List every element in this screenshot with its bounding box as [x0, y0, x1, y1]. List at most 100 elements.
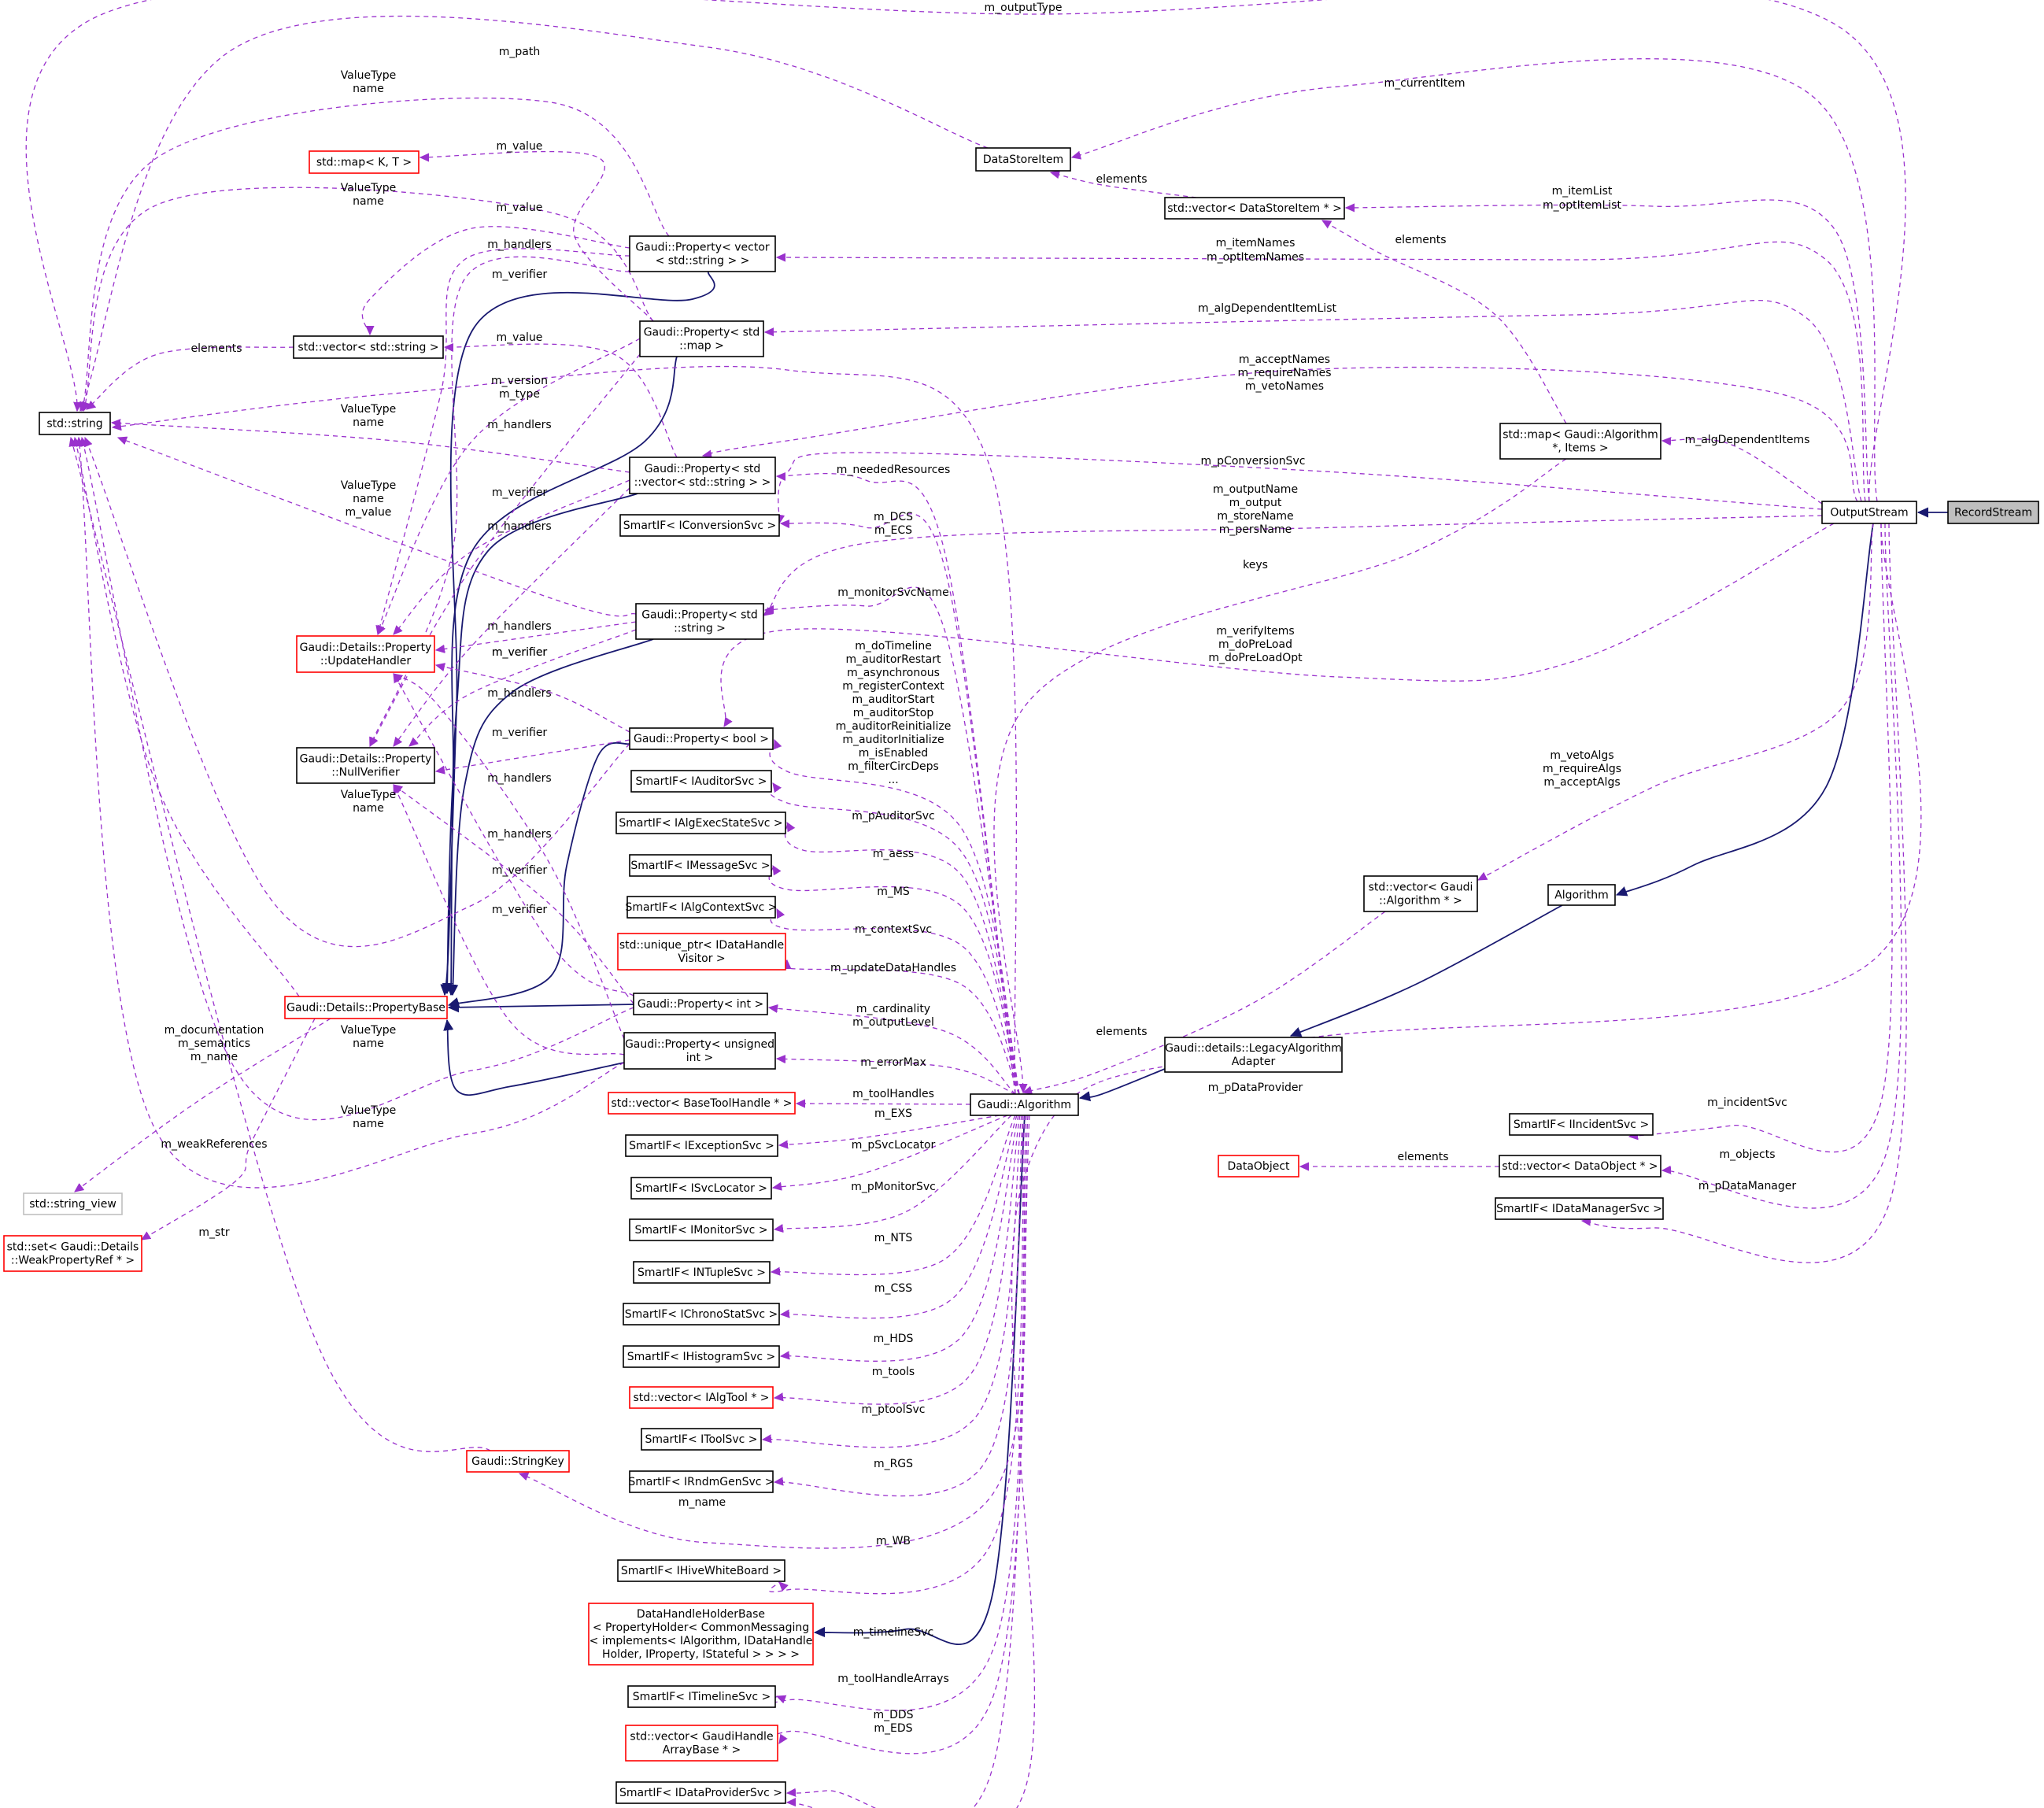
class-node-smartif-irndmgensvc[interactable]: SmartIF< IRndmGenSvc > [628, 1470, 774, 1493]
edge-label-prop_vector_string-to-null_verifier: m_verifier [492, 268, 548, 281]
node-box [970, 1093, 1079, 1116]
edge-label-gaudi_algorithm-to-smartif_itoolsvc: m_ptoolSvc [862, 1403, 926, 1416]
usage-edge-gaudi_algorithm-to-smartif_isvclocator [773, 1115, 1008, 1188]
class-node-vec-ialgtool[interactable]: std::vector< IAlgTool * > [629, 1386, 774, 1409]
usage-edge-prop_std_vector_string-to-vec_std_string [445, 344, 678, 458]
node-label: SmartIF< IMonitorSvc > [634, 1224, 767, 1237]
usage-edge-prop_unsigned_int-to-std_string [79, 438, 625, 1189]
edge-label-output_stream-to-prop_std_string: m_outputName [1213, 483, 1298, 496]
edge-label-gaudi_algorithm-to-smartif_ihistogramsvc: m_HDS [874, 1333, 914, 1345]
class-node-algorithm[interactable]: Algorithm [1547, 884, 1616, 906]
class-node-property-base[interactable]: Gaudi::Details::PropertyBase [284, 996, 448, 1019]
node-box [623, 1303, 780, 1325]
edge-label-output_stream-to-smartif_iincidentsvc: m_incidentSvc [1707, 1096, 1787, 1109]
edge-labels-layer: m_outputTypem_pathm_currentItemelementsm… [161, 2, 1809, 1735]
node-box [1218, 1155, 1299, 1178]
node-box [296, 635, 435, 673]
usage-edge-output_stream-to-vec_gaudi_algorithm [1478, 523, 1874, 881]
class-node-map-algorithm-items[interactable]: std::map< Gaudi::Algorithm*, Items > [1499, 423, 1661, 460]
edge-label-output_stream-to-prop_bool: m_doPreLoadOpt [1208, 652, 1303, 664]
edge-label-gaudi_algorithm-to-prop_unsigned_int: m_errorMax [860, 1056, 926, 1069]
node-label: std::string_view [29, 1198, 116, 1211]
node-label: SmartIF< IMessageSvc > [630, 860, 770, 872]
class-node-map-k-t[interactable]: std::map< K, T > [309, 150, 420, 174]
edge-label-output_stream-to-smartif_iconversionsvc: m_pConversionSvc [1201, 455, 1306, 468]
class-node-smartif-ihivewhiteboard[interactable]: SmartIF< IHiveWhiteBoard > [617, 1559, 785, 1582]
class-node-smartif-intuplesvc[interactable]: SmartIF< INTupleSvc > [633, 1261, 771, 1284]
class-node-smartif-ihistogramsvc[interactable]: SmartIF< IHistogramSvc > [623, 1345, 780, 1368]
class-node-record-stream[interactable]: RecordStream [1947, 501, 2039, 524]
class-node-vec-data-store-item[interactable]: std::vector< DataStoreItem * > [1164, 197, 1345, 220]
class-node-prop-bool[interactable]: Gaudi::Property< bool > [629, 727, 774, 750]
node-label: Visitor > [678, 952, 725, 965]
edge-label-prop_std_vector_string-to-vec_std_string: m_value [497, 331, 543, 344]
node-label: Gaudi::Details::Property [300, 753, 432, 766]
class-node-smartif-iauditorsvc[interactable]: SmartIF< IAuditorSvc > [630, 770, 772, 793]
class-node-smartif-imonitorsvc[interactable]: SmartIF< IMonitorSvc > [629, 1218, 774, 1241]
edge-label-gaudi_algorithm-to-std_string: m_version [491, 375, 548, 387]
class-node-smartif-ialgcontextsvc[interactable]: SmartIF< IAlgContextSvc > [625, 896, 778, 919]
edge-label-output_stream-to-prop_std_vector_string: m_vetoNames [1245, 380, 1324, 393]
class-node-smartif-iincidentsvc[interactable]: SmartIF< IIncidentSvc > [1509, 1113, 1654, 1136]
class-node-vec-basetoolhandle[interactable]: std::vector< BaseToolHandle * > [608, 1092, 796, 1115]
class-node-data-object[interactable]: DataObject [1218, 1155, 1299, 1178]
class-node-smartif-ialgexecstatesvc[interactable]: SmartIF< IAlgExecStateSvc > [615, 812, 786, 834]
class-node-smartif-iconversionsvc[interactable]: SmartIF< IConversionSvc > [619, 514, 780, 537]
class-node-data-handle-holder-base[interactable]: DataHandleHolderBase< PropertyHolder< Co… [588, 1603, 814, 1666]
class-node-vec-gaudi-algorithm[interactable]: std::vector< Gaudi::Algorithm * > [1363, 875, 1478, 912]
class-node-smartif-itimelinesvc[interactable]: SmartIF< ITimelineSvc > [627, 1685, 776, 1708]
edge-label-output_stream-to-prop_std_string: m_storeName [1217, 510, 1293, 523]
class-node-gaudi-algorithm[interactable]: Gaudi::Algorithm [970, 1093, 1079, 1116]
class-node-prop-vector-string[interactable]: Gaudi::Property< vector< std::string > > [629, 235, 776, 272]
edge-label-gaudi_algorithm-to-smartif_idataprovidersvc: m_EDS [874, 1722, 912, 1735]
class-node-set-weakpropertyref[interactable]: std::set< Gaudi::Details::WeakPropertyRe… [3, 1235, 142, 1272]
class-node-smartif-itoolsvc[interactable]: SmartIF< IToolSvc > [641, 1428, 762, 1451]
node-box [1495, 1197, 1664, 1220]
class-node-prop-std-string[interactable]: Gaudi::Property< std::string > [635, 603, 764, 640]
class-node-smartif-imessagesvc[interactable]: SmartIF< IMessageSvc > [629, 854, 772, 877]
usage-edge-data_store_item-to-std_string [80, 15, 989, 411]
usage-edge-prop_std_string-to-std_string [118, 438, 637, 617]
class-node-string-view[interactable]: std::string_view [23, 1192, 123, 1215]
class-node-prop-std-map[interactable]: Gaudi::Property< std::map > [639, 320, 764, 357]
class-node-smartif-idatamanagersvc[interactable]: SmartIF< IDataManagerSvc > [1495, 1197, 1664, 1220]
node-label: std::set< Gaudi::Details [7, 1241, 139, 1254]
class-node-smartif-idataprovidersvc[interactable]: SmartIF< IDataProviderSvc > [615, 1781, 786, 1804]
node-box [639, 320, 764, 357]
usage-edge-gaudi_algorithm-to-smartif_imessagesvc [768, 866, 1020, 1095]
class-node-data-store-item[interactable]: DataStoreItem [975, 147, 1071, 172]
edge-label-prop_unsigned_int-to-std_string: ValueType [341, 1104, 397, 1117]
class-node-null-verifier[interactable]: Gaudi::Details::Property::NullVerifier [296, 747, 435, 784]
edge-label-prop_unsigned_int-to-std_string: name [353, 1118, 384, 1130]
class-node-prop-int[interactable]: Gaudi::Property< int > [633, 993, 768, 1015]
edge-label-output_stream-to-prop_bool: m_verifyItems [1216, 625, 1294, 638]
class-node-prop-std-vector-string[interactable]: Gaudi::Property< std::vector< std::strin… [629, 457, 776, 494]
node-box [629, 457, 776, 494]
class-node-std-string[interactable]: std::string [39, 412, 111, 435]
node-label: std::vector< GaudiHandle [630, 1731, 773, 1743]
edge-label-gaudi_algorithm-to-smartif_idataprovidersvc: m_DDS [873, 1709, 913, 1721]
edge-label-output_stream-to-prop_std_vector_string: m_acceptNames [1239, 353, 1330, 366]
class-node-smartif-ichronostatsvc[interactable]: SmartIF< IChronoStatSvc > [623, 1303, 780, 1325]
usage-edge-output_stream-to-data_store_item [1072, 58, 1878, 502]
usage-edge-map_algorithm_items-to-gaudi_algorithm [993, 458, 1567, 1093]
node-label: Gaudi::Details::PropertyBase [286, 1002, 445, 1015]
edge-label-gaudi_algorithm-to-prop_bool: m_auditorStop [853, 707, 934, 719]
edge-label-map_algorithm_items-to-gaudi_algorithm: keys [1243, 559, 1268, 571]
class-node-vec-data-object[interactable]: std::vector< DataObject * > [1499, 1155, 1661, 1178]
class-node-smartif-isvclocator[interactable]: SmartIF< ISvcLocator > [630, 1177, 772, 1200]
class-node-output-stream[interactable]: OutputStream [1821, 501, 1917, 524]
usage-edge-prop_bool-to-std_string [85, 438, 630, 948]
class-node-vec-std-string[interactable]: std::vector< std::string > [293, 335, 444, 359]
usage-edge-output_stream-to-prop_vector_string [777, 241, 1866, 502]
usage-edge-vec_gaudi_algorithm-to-gaudi_algorithm [1023, 911, 1386, 1093]
class-node-update-handler[interactable]: Gaudi::Details::Property::UpdateHandler [296, 635, 435, 673]
class-node-smartif-iexceptionsvc[interactable]: SmartIF< IExceptionSvc > [625, 1134, 778, 1157]
usage-edge-output_stream-to-vec_data_object [1662, 523, 1902, 1209]
edge-label-gaudi_algorithm-to-prop_int: m_cardinality [856, 1003, 930, 1015]
class-node-string-key[interactable]: Gaudi::StringKey [466, 1450, 570, 1473]
